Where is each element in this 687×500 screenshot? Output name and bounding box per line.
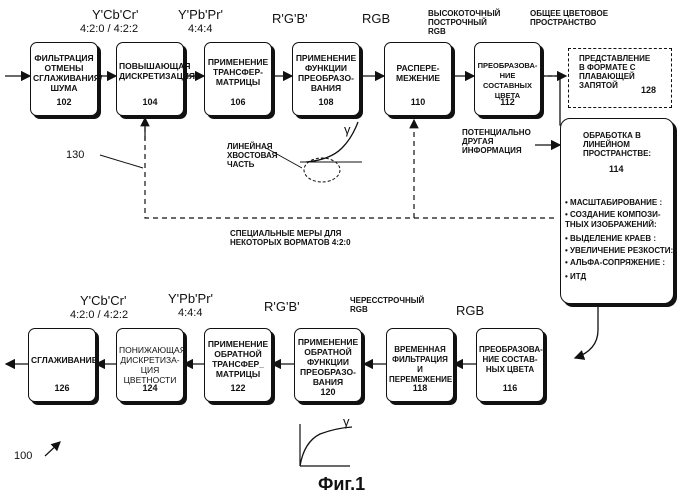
box-128-text: ПРЕДСТАВЛЕНИЕ В ФОРМАТЕ С ПЛАВАЮЩЕЙ ЗАПЯ… <box>579 54 650 90</box>
label-rgb-top: RGB <box>362 12 390 26</box>
box-108: ПРИМЕНЕНИЕ ФУНКЦИИ ПРЕОБРАЗО- ВАНИЯ 108 <box>292 42 360 116</box>
box-102-text: ФИЛЬТРАЦИЯ ОТМЕНЫ СГЛАЖИВАНИЯ/ ШУМА <box>33 53 95 93</box>
box-104-number: 104 <box>117 97 183 107</box>
box-114-number: 114 <box>609 165 624 174</box>
box-104-text: ПОВЫШАЮЩАЯ ДИСКРЕТИЗАЦИЯ <box>119 61 181 81</box>
box-126-text: СГЛАЖИВАНИЕ <box>31 355 93 365</box>
box-110-number: 110 <box>385 97 451 107</box>
label-rgb-prime-top: R'G'B' <box>272 12 308 26</box>
box-118-text: ВРЕМЕННАЯ ФИЛЬТРАЦИЯ И ПЕРЕМЕЖЕНИЕ <box>389 345 451 385</box>
box-102: ФИЛЬТРАЦИЯ ОТМЕНЫ СГЛАЖИВАНИЯ/ ШУМА 102 <box>30 42 98 116</box>
box-112-text: ПРЕОБРАЗОВА- НИЕ СОСТАВНЫХ ЦВЕТА <box>477 61 538 101</box>
box-104: ПОВЫШАЮЩАЯ ДИСКРЕТИЗАЦИЯ 104 <box>116 42 184 116</box>
label-special-measures: СПЕЦИАЛЬНЫЕ МЕРЫ ДЛЯ НЕКОТОРЫХ ВОРМАТОВ … <box>230 229 351 247</box>
label-ypbpr-top: Y'Pb'Pr' <box>178 8 223 22</box>
box-116: ПРЕОБРАЗОВА- НИЕ СОСТАВ- НЫХ ЦВЕТА 116 <box>476 328 544 402</box>
box-122-text: ПРИМЕНЕНИЕ ОБРАТНОЙ ТРАНСФЕР_ МАТРИЦЫ <box>207 339 269 379</box>
label-ycbcr-format-bottom: 4:2:0 / 4:2:2 <box>70 309 128 321</box>
label-rgb-prime-bottom: R'G'B' <box>264 300 300 314</box>
label-ypbpr-format-bottom: 4:4:4 <box>178 307 202 319</box>
list-item: • СОЗДАНИЕ КОМПОЗИ- ТНЫХ ИЗОБРАЖЕНИЙ: <box>565 210 661 230</box>
box-122: ПРИМЕНЕНИЕ ОБРАТНОЙ ТРАНСФЕР_ МАТРИЦЫ 12… <box>204 328 272 402</box>
label-other-info: ПОТЕНЦИАЛЬНО ДРУГАЯ ИНФОРМАЦИЯ <box>462 128 531 155</box>
box-128-floating-point: ПРЕДСТАВЛЕНИЕ В ФОРМАТЕ С ПЛАВАЮЩЕЙ ЗАПЯ… <box>568 48 672 108</box>
label-ypbpr-bottom: Y'Pb'Pr' <box>168 292 213 306</box>
box-124: ПОНИЖАЮЩАЯ ДИСКРЕТИЗА- ЦИЯ ЦВЕТНОСТИ 124 <box>116 328 184 402</box>
box-120: ПРИМЕНЕНИЕ ОБРАТНОЙ ФУНКЦИИ ПРЕОБРАЗО- В… <box>294 328 362 402</box>
box-112: ПРЕОБРАЗОВА- НИЕ СОСТАВНЫХ ЦВЕТА 112 <box>474 42 541 116</box>
box-120-text: ПРИМЕНЕНИЕ ОБРАТНОЙ ФУНКЦИИ ПРЕОБРАЗО- В… <box>297 337 359 387</box>
box-128-number: 128 <box>641 86 656 95</box>
label-ypbpr-format-top: 4:4:4 <box>188 23 212 35</box>
box-106-text: ПРИМЕНЕНИЕ ТРАНСФЕР- МАТРИЦЫ <box>207 57 269 87</box>
box-106-number: 106 <box>205 97 271 107</box>
list-item: • АЛЬФА-СОПРЯЖЕНИЕ : <box>565 258 665 267</box>
label-linear-tail: ЛИНЕЙНАЯ ХВОСТОВАЯ ЧАСТЬ <box>227 142 278 169</box>
box-116-number: 116 <box>477 383 543 393</box>
box-118: ВРЕМЕННАЯ ФИЛЬТРАЦИЯ И ПЕРЕМЕЖЕНИЕ 118 <box>386 328 454 402</box>
box-118-number: 118 <box>387 383 453 393</box>
list-item: • ВЫДЕЛЕНИЕ КРАЕВ : <box>565 234 656 243</box>
box-102-number: 102 <box>31 97 97 107</box>
box-120-number: 120 <box>295 387 361 397</box>
label-130: 130 <box>66 149 84 161</box>
label-ycbcr-bottom: Y'Cb'Cr' <box>80 294 126 308</box>
figure-caption: Фиг.1 <box>318 474 365 494</box>
box-108-number: 108 <box>293 97 359 107</box>
figure-ref-100: 100 <box>14 450 32 462</box>
box-124-number: 124 <box>117 383 183 393</box>
box-124-text: ПОНИЖАЮЩАЯ ДИСКРЕТИЗА- ЦИЯ ЦВЕТНОСТИ <box>119 345 181 385</box>
gamma-symbol-top: γ <box>344 124 351 136</box>
box-108-text: ПРИМЕНЕНИЕ ФУНКЦИИ ПРЕОБРАЗО- ВАНИЯ <box>295 53 357 93</box>
box-126-number: 126 <box>29 383 95 393</box>
box-126: СГЛАЖИВАНИЕ 126 <box>28 328 96 402</box>
box-106: ПРИМЕНЕНИЕ ТРАНСФЕР- МАТРИЦЫ 106 <box>204 42 272 116</box>
box-110-text: РАСПЕРЕ- МЕЖЕНИЕ <box>387 63 449 83</box>
label-rgb-bottom: RGB <box>456 304 484 318</box>
label-ycbcr-format-top: 4:2:0 / 4:2:2 <box>80 23 138 35</box>
label-interlaced-rgb: ЧЕРЕССТРОЧНЫЙ RGB <box>350 296 424 314</box>
box-112-number: 112 <box>475 97 540 107</box>
gamma-symbol-bottom: γ <box>343 416 350 428</box>
box-122-number: 122 <box>205 383 271 393</box>
label-common-space: ОБЩЕЕ ЦВЕТОВОЕ ПРОСТРАНСТВО <box>530 9 608 27</box>
list-item: • ИТД <box>565 272 586 281</box>
box-110: РАСПЕРЕ- МЕЖЕНИЕ 110 <box>384 42 452 116</box>
list-item: • УВЕЛИЧЕНИЕ РЕЗКОСТИ: <box>565 246 673 255</box>
label-ycbcr-top: Y'Cb'Cr' <box>92 8 138 22</box>
list-item: • МАСШТАБИРОВАНИЕ : <box>565 198 662 207</box>
box-114-title: ОБРАБОТКА В ЛИНЕЙНОМ ПРОСТРАНСТВЕ: <box>583 131 651 158</box>
box-116-text: ПРЕОБРАЗОВА- НИЕ СОСТАВ- НЫХ ЦВЕТА <box>479 345 541 375</box>
label-hq-progressive: ВЫСОКОТОЧНЫЙ ПОСТРОЧНЫЙ RGB <box>428 9 500 36</box>
